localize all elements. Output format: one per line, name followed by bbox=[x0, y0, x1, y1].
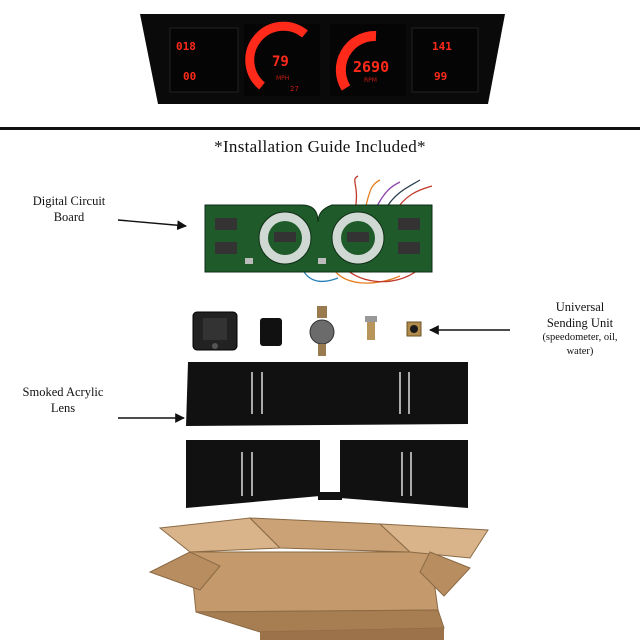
shipping-box bbox=[148, 517, 489, 640]
speed-arc bbox=[245, 21, 308, 90]
label-sender-line1: Universal bbox=[555, 300, 605, 314]
installation-guide-title: *Installation Guide Included* bbox=[214, 137, 426, 156]
board-arrow bbox=[117, 219, 187, 231]
label-board-line2: Board bbox=[53, 210, 85, 224]
speed-unit: MPH bbox=[276, 75, 289, 82]
temperature-sender bbox=[365, 316, 377, 340]
smoked-acrylic-lens-top bbox=[186, 362, 468, 426]
left-display bbox=[169, 27, 239, 93]
gps-antenna bbox=[260, 318, 282, 346]
kit-parts-illustration bbox=[117, 175, 510, 640]
thread-adapter-fitting bbox=[406, 321, 422, 337]
label-sender-line2: Sending Unit bbox=[546, 316, 614, 330]
right-display bbox=[411, 27, 479, 93]
label-sender-line4: water) bbox=[566, 346, 594, 357]
gear-readout: 27 bbox=[290, 85, 299, 93]
left-lower-readout: 00 bbox=[183, 70, 196, 83]
label-digital-circuit-board: Digital Circuit Board bbox=[14, 193, 124, 225]
rpm-readout: 2690 bbox=[353, 58, 389, 76]
rpm-arc bbox=[335, 31, 377, 91]
smoked-acrylic-lens-bottom bbox=[186, 440, 468, 508]
label-lens-line1: Smoked Acrylic bbox=[22, 385, 104, 399]
label-sender-line3: (speedometer, oil, bbox=[542, 332, 618, 343]
label-board-line1: Digital Circuit bbox=[32, 194, 106, 208]
speed-readout: 79 bbox=[272, 54, 289, 70]
label-smoked-acrylic-lens: Smoked Acrylic Lens bbox=[8, 384, 118, 416]
digital-circuit-board bbox=[204, 204, 433, 273]
section-divider bbox=[0, 127, 640, 130]
label-lens-line2: Lens bbox=[50, 401, 76, 415]
control-module bbox=[192, 311, 238, 351]
oil-pressure-sender bbox=[309, 306, 335, 356]
label-universal-sending-unit: Universal Sending Unit (speedometer, oil… bbox=[520, 299, 640, 359]
fuel-readout: 018 bbox=[176, 40, 196, 53]
right-upper-readout: 141 bbox=[432, 40, 452, 53]
right-lower-readout: 99 bbox=[434, 70, 447, 83]
rpm-unit: RPM bbox=[364, 77, 377, 84]
gauge-panel-image: 018 00 79 MPH 27 2690 RPM 141 99 bbox=[140, 14, 505, 104]
